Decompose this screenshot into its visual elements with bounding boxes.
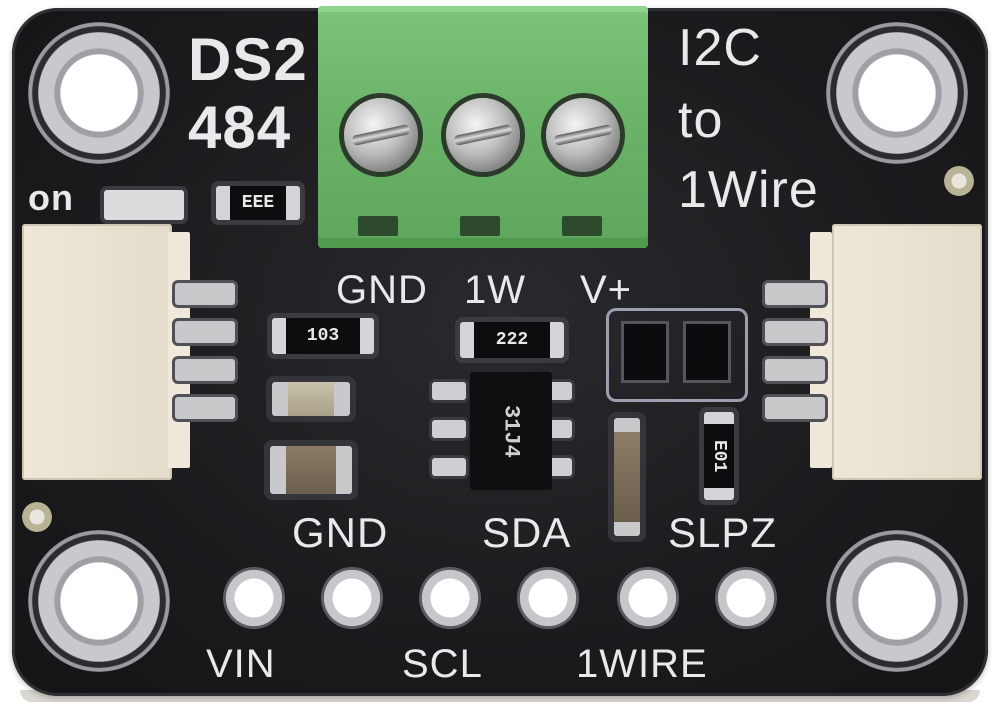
connector-tab	[168, 232, 190, 468]
screw-icon	[446, 98, 520, 172]
chip-pin	[432, 382, 466, 400]
capacitor	[272, 382, 350, 416]
mounting-hole-top-left-icon	[28, 22, 170, 164]
board-title-line2: 484	[188, 94, 292, 161]
connector-pin	[762, 394, 828, 422]
board-subtitle-line2: to	[678, 91, 724, 149]
ds2484-chip: 31J4	[470, 372, 552, 490]
pin-label-sda: SDA	[482, 509, 572, 556]
board-subtitle-line1: I2C	[678, 19, 762, 77]
connector-pin	[172, 318, 238, 346]
screw-icon	[546, 98, 620, 172]
screw-terminal-block	[318, 6, 648, 248]
chip-pin	[432, 458, 466, 476]
resistor-103: 103	[272, 318, 374, 354]
solder-jumper	[606, 308, 748, 402]
header-hole-vin-icon	[220, 564, 288, 632]
mounting-hole-bottom-right-icon	[826, 530, 968, 672]
connector-pin	[172, 356, 238, 384]
jumper-pad	[686, 324, 728, 380]
screw-icon	[344, 98, 418, 172]
pin-label-vin: VIN	[206, 642, 276, 686]
pin-label-gnd: GND	[292, 509, 389, 556]
terminal-slot	[358, 216, 398, 236]
board-title-line1: DS2	[188, 26, 308, 93]
terminal-slot	[562, 216, 602, 236]
header-hole-scl-icon	[416, 564, 484, 632]
stemma-connector-right-icon	[832, 224, 982, 480]
terminal-label-gnd: GND	[336, 268, 428, 312]
mounting-hole-top-right-icon	[826, 22, 968, 164]
capacitor	[614, 418, 640, 536]
header-hole-slpz-icon	[712, 564, 780, 632]
connector-pin	[172, 280, 238, 308]
connector-pin	[762, 318, 828, 346]
connector-pin	[762, 280, 828, 308]
led-label: on	[28, 177, 74, 218]
capacitor	[270, 446, 352, 494]
fiducial-icon	[22, 502, 52, 532]
resistor-222: 222	[460, 322, 564, 358]
terminal-label-vplus: V+	[580, 268, 633, 312]
header-hole-sda-icon	[514, 564, 582, 632]
board-subtitle-line3: 1Wire	[678, 161, 819, 219]
header-hole-1wire-icon	[614, 564, 682, 632]
terminal-label-1w: 1W	[464, 268, 526, 312]
jumper-pad	[624, 324, 666, 380]
power-led	[104, 190, 184, 220]
connector-tab	[810, 232, 832, 468]
pin-label-scl: SCL	[402, 642, 483, 686]
connector-pin	[172, 394, 238, 422]
fiducial-icon	[944, 166, 974, 196]
resistor-eee: EEE	[216, 186, 300, 220]
header-hole-gnd-icon	[318, 564, 386, 632]
resistor-e01-label: E01	[709, 439, 729, 473]
connector-pin	[762, 356, 828, 384]
chip-pin	[432, 420, 466, 438]
mounting-hole-bottom-left-icon	[28, 530, 170, 672]
pin-label-slpz: SLPZ	[668, 509, 778, 556]
resistor-e01: E01	[704, 412, 734, 500]
pin-label-1wire: 1WIRE	[576, 642, 708, 686]
terminal-slot	[460, 216, 500, 236]
stemma-connector-left-icon	[22, 224, 172, 480]
